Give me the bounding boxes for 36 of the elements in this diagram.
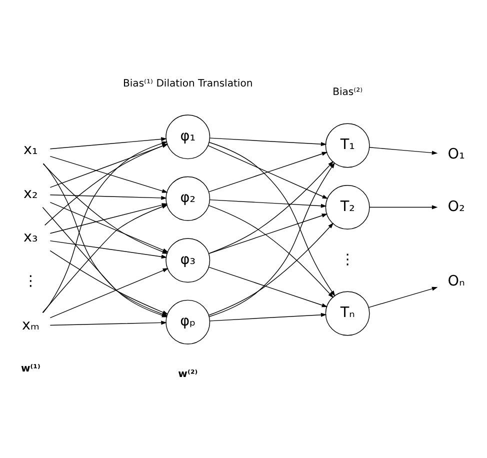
arrow: [50, 194, 167, 200]
arrow: [209, 142, 336, 296]
node-circle: φₚ: [166, 299, 210, 344]
arrow: [50, 155, 168, 192]
arrow: [50, 320, 167, 326]
arrow: [369, 204, 438, 209]
arrow: [209, 162, 335, 316]
arrow: [208, 204, 334, 298]
node-text: xₘ: [22, 316, 40, 333]
label: w⁽²⁾: [178, 368, 198, 380]
arrow: [210, 198, 327, 208]
node-text: Oₙ: [448, 272, 465, 289]
node-text: O₂: [448, 198, 465, 214]
node-circle: φ₂: [166, 176, 210, 220]
arrow: [208, 222, 334, 316]
label: ⋮: [340, 251, 355, 268]
arrow: [368, 286, 438, 308]
node-circle: φ₃: [166, 238, 210, 282]
node-text: x₃: [24, 229, 38, 246]
node-text: O₁: [448, 146, 465, 162]
label: w⁽¹⁾: [20, 362, 40, 374]
node-text: x₁: [24, 142, 38, 158]
arrow: [369, 146, 438, 154]
arrow: [208, 266, 328, 307]
arrow: [50, 136, 167, 149]
label: ⋮: [24, 272, 38, 289]
arrow: [210, 312, 327, 321]
node-circle: φ₁: [166, 114, 210, 159]
arrow: [210, 137, 327, 146]
node-text: x₂: [24, 185, 38, 202]
label: Bias⁽¹⁾ Dilation Translation: [123, 78, 253, 89]
arrow: [208, 151, 328, 192]
arrow: [208, 160, 334, 254]
label: Bias⁽²⁾: [332, 86, 363, 98]
arrow: [208, 144, 328, 198]
arrow: [208, 213, 328, 254]
